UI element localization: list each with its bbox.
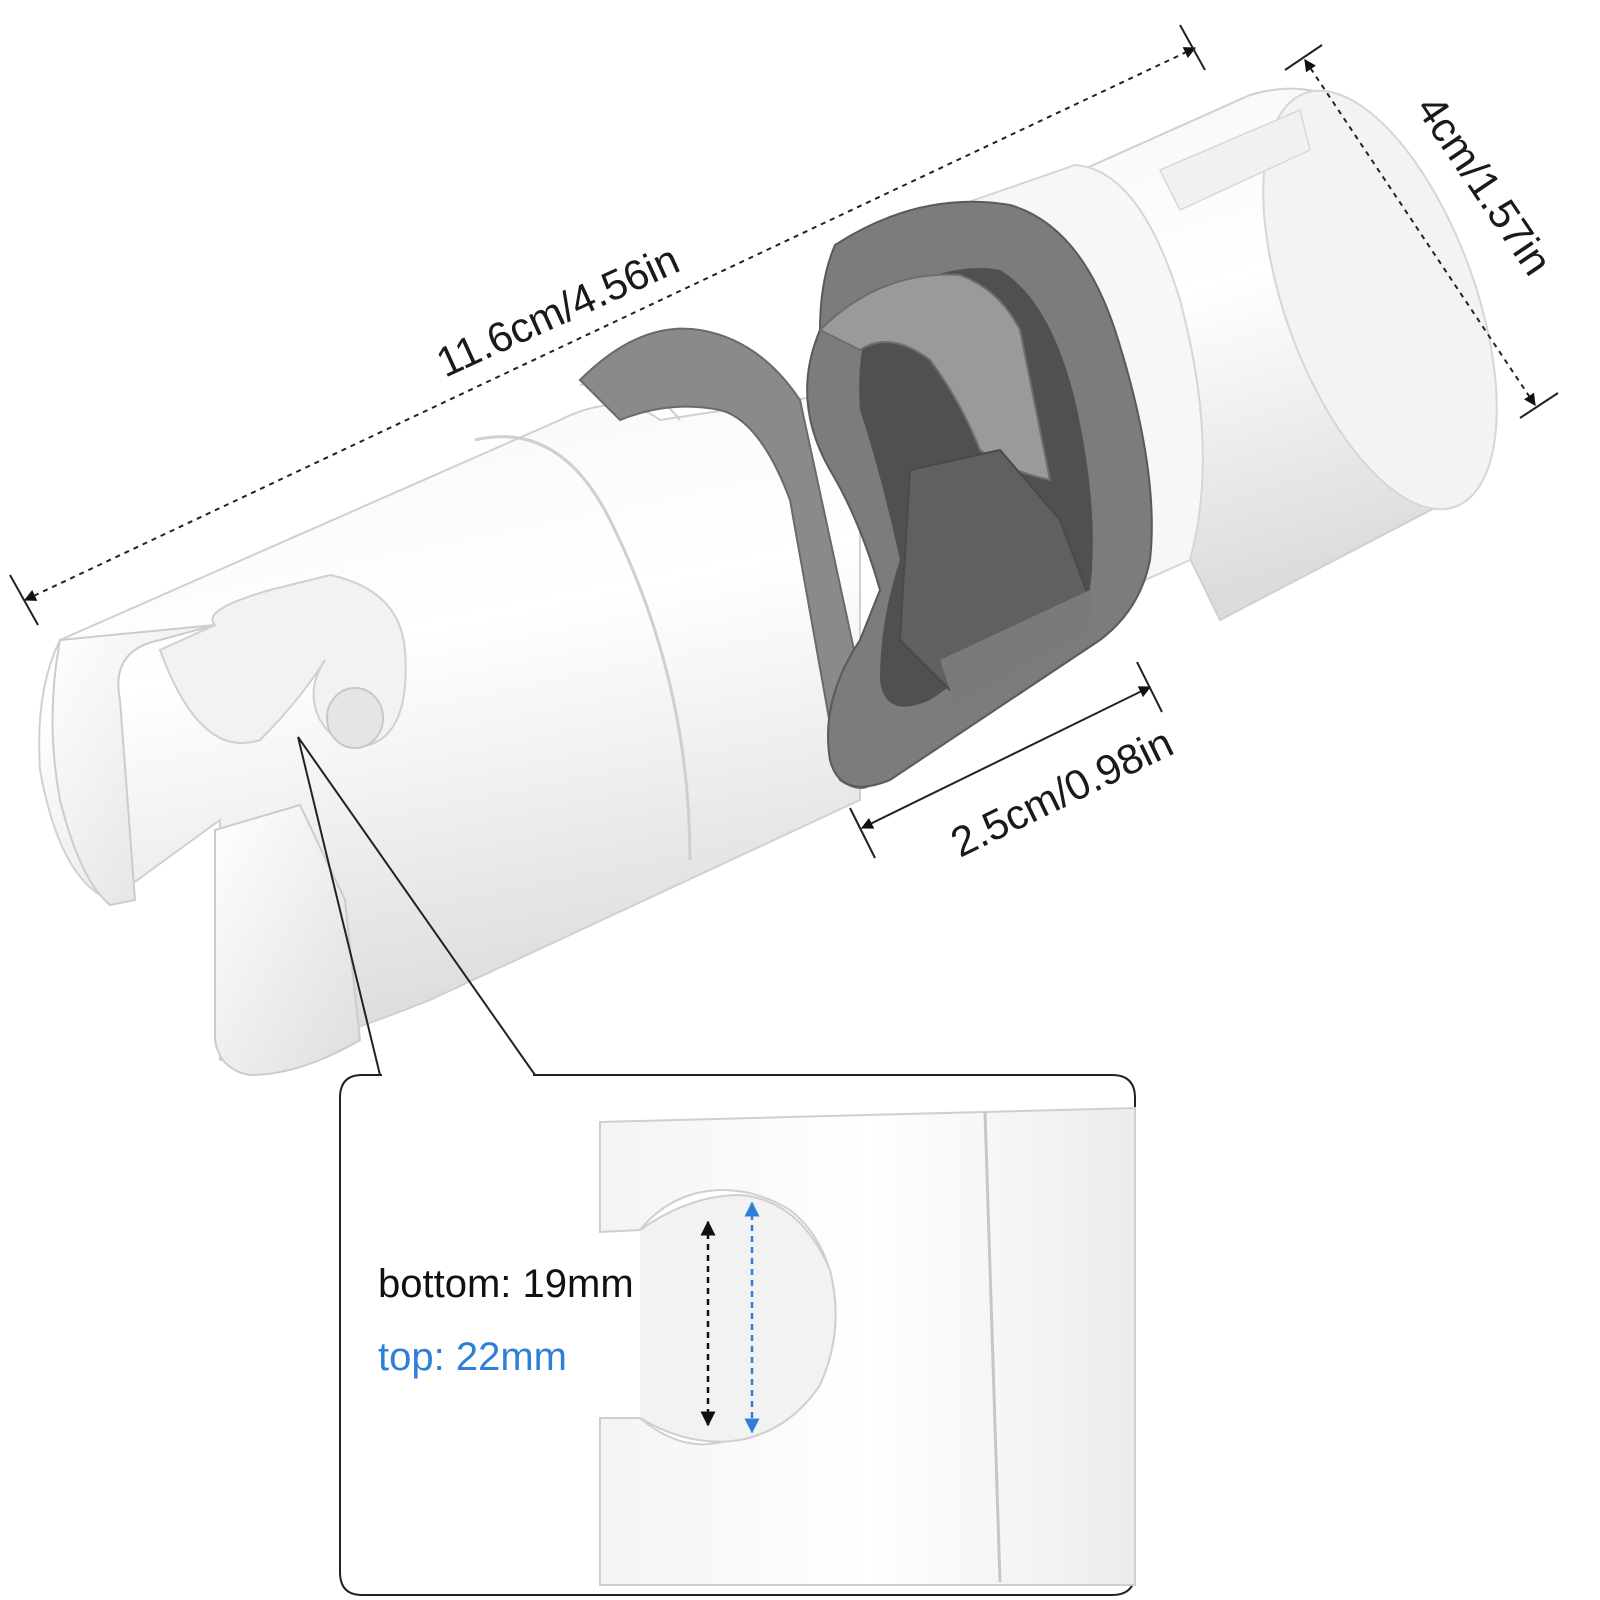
holder-closeup [599, 1106, 1136, 1586]
callout-pointer [297, 736, 536, 1076]
hook-end [51, 573, 407, 1077]
top-diameter-label: top: 22mm [378, 1335, 567, 1379]
opening-label: 2.5cm/0.98in [943, 718, 1180, 866]
hook-hole [326, 687, 384, 749]
callout-box: bottom: 19mm top: 22mm [339, 1073, 1136, 1596]
bottom-diameter-label: bottom: 19mm [378, 1262, 634, 1306]
